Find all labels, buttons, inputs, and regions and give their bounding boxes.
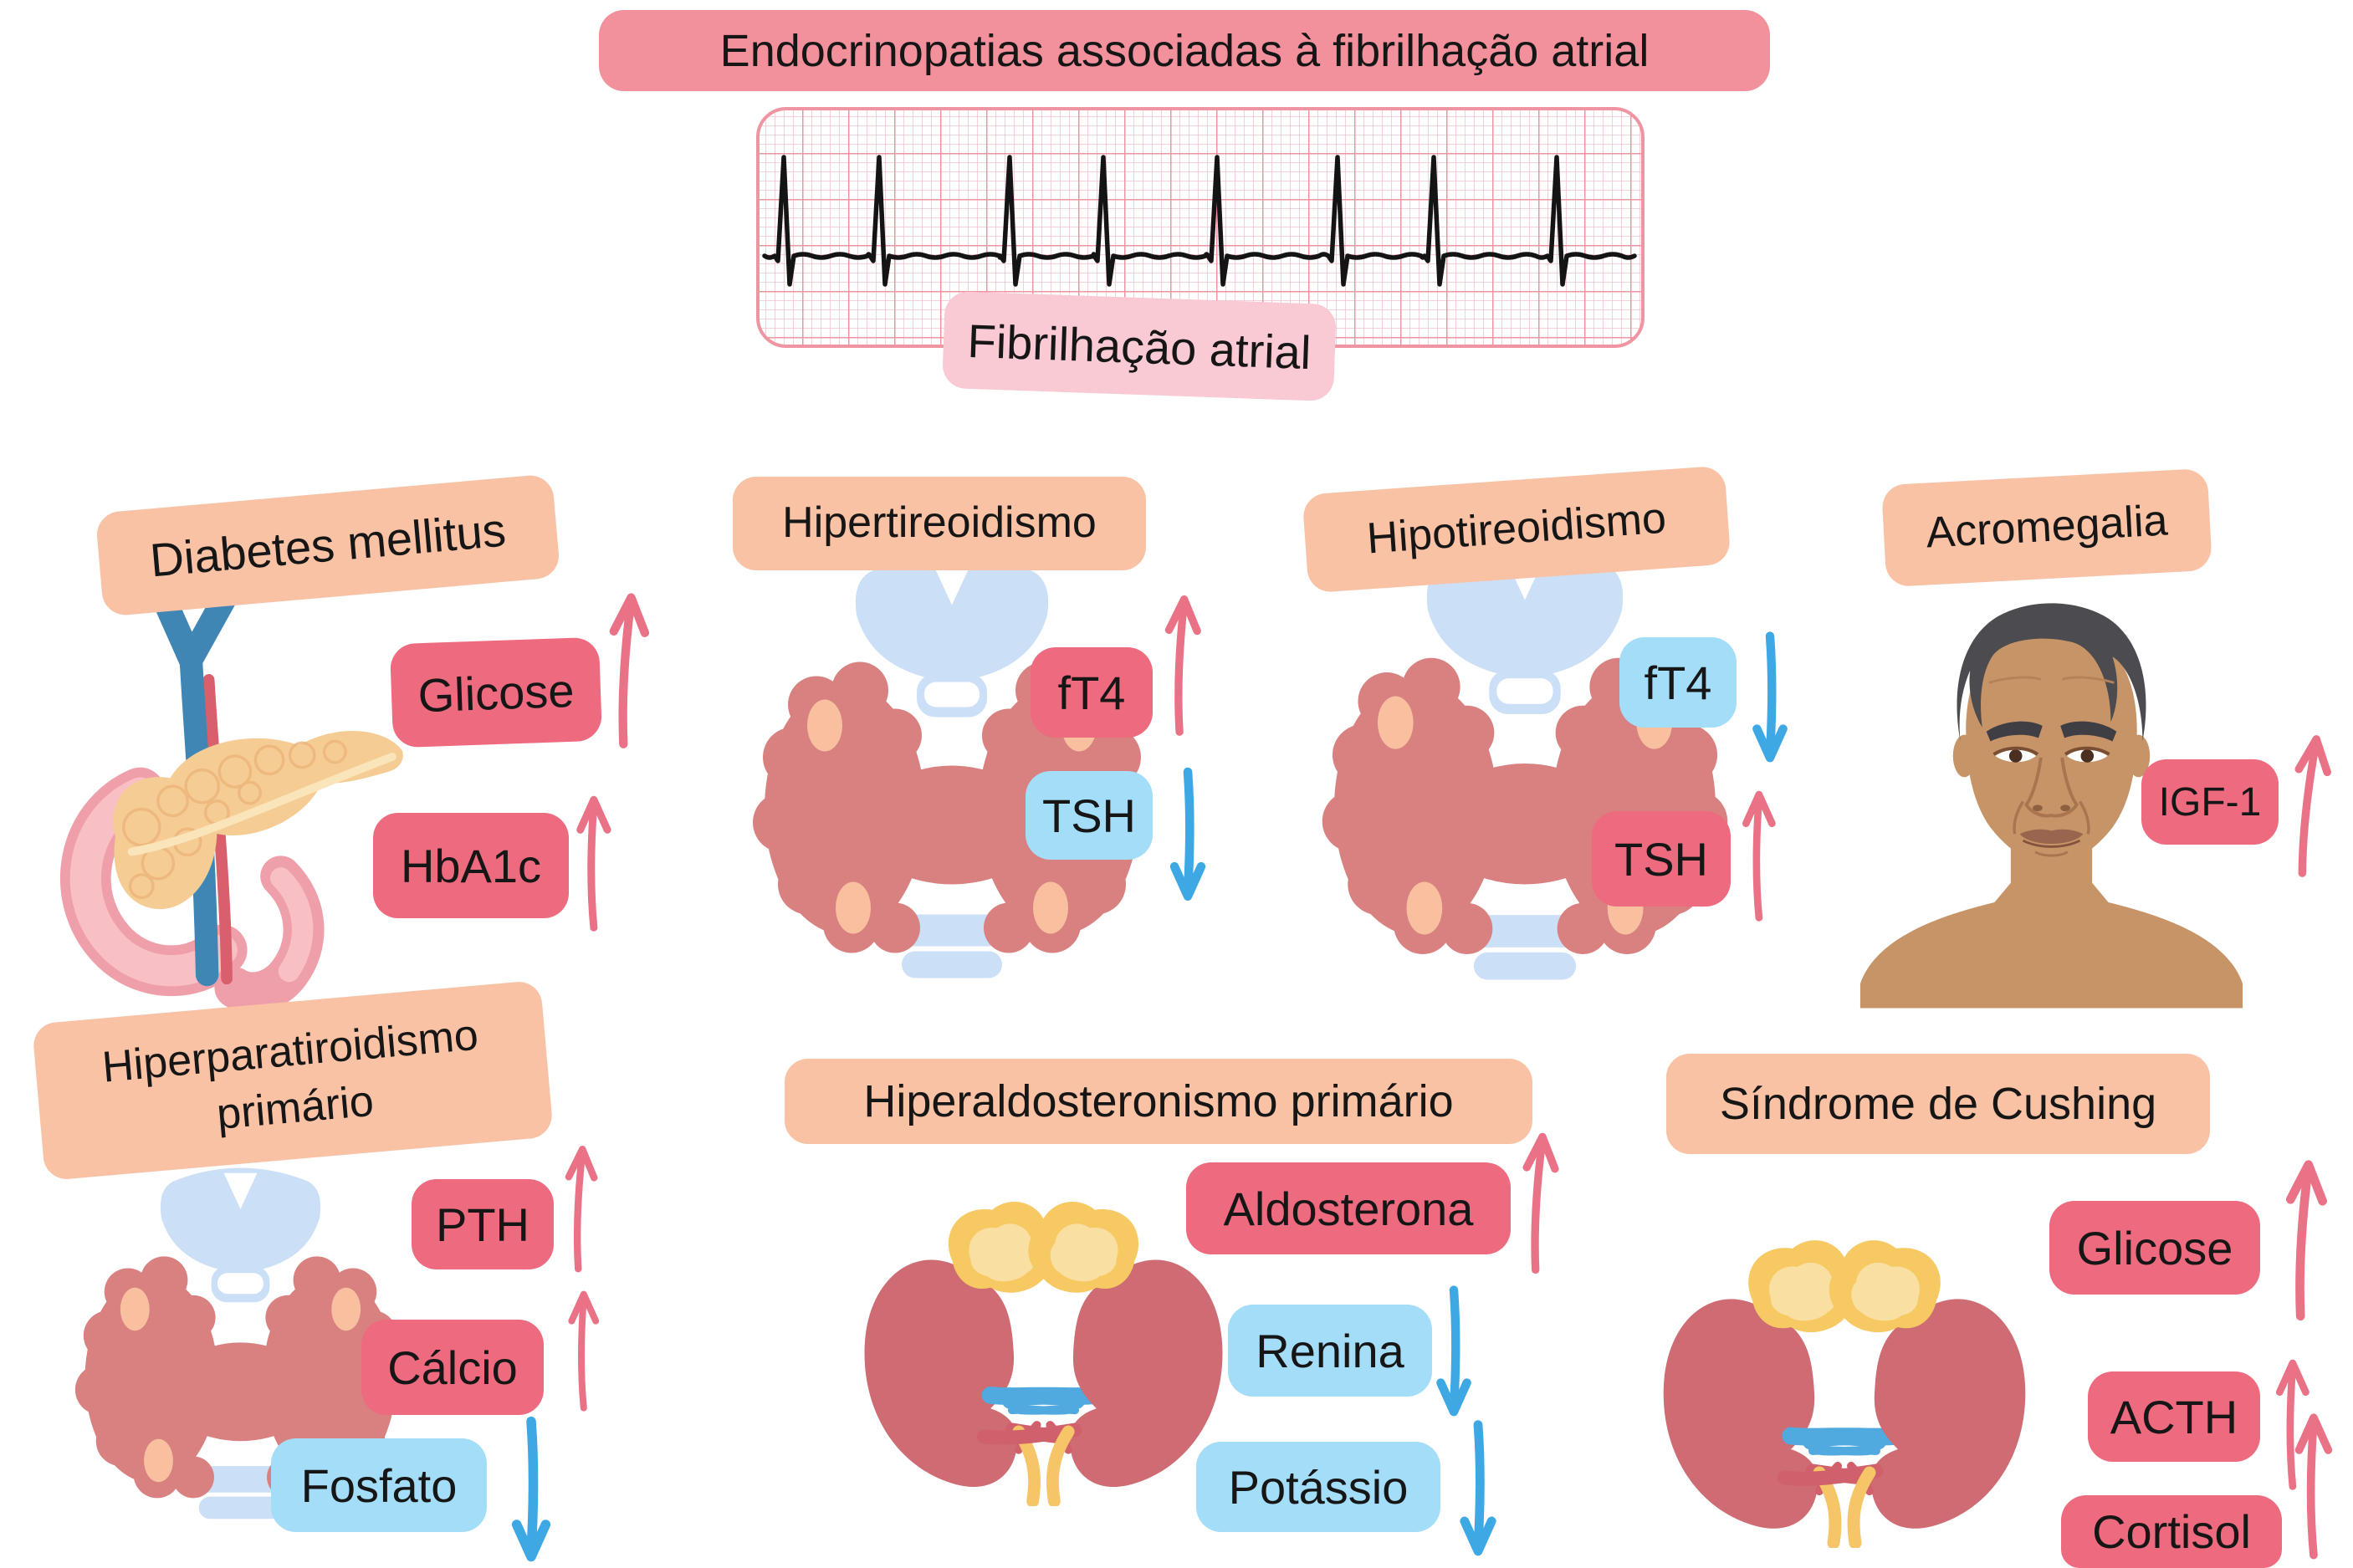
chip-igf-1: IGF-1 bbox=[2141, 759, 2279, 845]
arrow-up-icon bbox=[1510, 1126, 1566, 1278]
thyroid-illustration bbox=[46, 1122, 435, 1565]
chip-ft4: fT4 bbox=[1031, 647, 1153, 738]
chip-glicose: Glicose bbox=[389, 636, 603, 748]
chip-hba1c: HbA1c bbox=[373, 813, 569, 918]
arrow-down-icon bbox=[1455, 1418, 1501, 1562]
panel-header: Hipertireoidismo bbox=[733, 477, 1146, 570]
pancreas-illustration bbox=[35, 581, 428, 1008]
arrow-up-icon bbox=[2289, 1395, 2337, 1568]
arrow-up-icon bbox=[2274, 727, 2343, 882]
page-title: Endocrinopatias associadas à fibrilhação… bbox=[599, 10, 1770, 91]
chip-potassio: Potássio bbox=[1196, 1442, 1440, 1532]
kidneys-illustration bbox=[1627, 1225, 2062, 1553]
panel-header: Síndrome de Cushing bbox=[1666, 1054, 2210, 1154]
arrow-down-icon bbox=[507, 1415, 555, 1568]
chip-cortisol: Cortisol bbox=[2061, 1495, 2282, 1568]
chip-ft4: fT4 bbox=[1619, 637, 1737, 728]
arrow-down-icon bbox=[1432, 1283, 1476, 1423]
ecg-trace bbox=[762, 155, 1637, 287]
panel-header: Hiperparatiroidismo primário bbox=[31, 979, 555, 1182]
thyroid-illustration bbox=[1286, 539, 1763, 991]
arrow-up-icon bbox=[555, 1140, 605, 1275]
chip-tsh: TSH bbox=[1592, 811, 1731, 907]
chip-acth: ACTH bbox=[2088, 1371, 2260, 1462]
arrow-down-icon bbox=[1164, 766, 1211, 907]
chip-fosfato: Fosfato bbox=[271, 1438, 487, 1532]
arrow-up-icon bbox=[2270, 1341, 2314, 1505]
arrow-up-icon bbox=[596, 586, 657, 753]
kidneys-illustration bbox=[828, 1192, 1259, 1506]
acromegaly-face-illustration bbox=[1828, 554, 2275, 1015]
chip-tsh: TSH bbox=[1026, 771, 1153, 860]
arrow-up-icon bbox=[570, 784, 616, 940]
panel-header: Acromegalia bbox=[1881, 467, 2212, 588]
panel-header: Hiperaldosteronismo primário bbox=[785, 1059, 1532, 1144]
arrow-up-icon bbox=[562, 1286, 604, 1413]
chip-pth: PTH bbox=[412, 1179, 554, 1269]
ecg-label: Fibrilhação atrial bbox=[942, 290, 1337, 402]
chip-renina: Renina bbox=[1228, 1305, 1432, 1397]
arrow-up-icon bbox=[1737, 784, 1780, 925]
arrow-up-icon bbox=[1155, 581, 1208, 747]
ecg-strip bbox=[756, 107, 1645, 348]
panel-header: Hipotireoidismo bbox=[1302, 465, 1732, 594]
panel-header: Diabetes mellitus bbox=[95, 473, 561, 617]
chip-calcio: Cálcio bbox=[361, 1320, 544, 1415]
chip-aldosterona: Aldosterona bbox=[1186, 1162, 1511, 1254]
thyroid-illustration bbox=[718, 544, 1186, 991]
arrow-down-icon bbox=[1748, 626, 1792, 773]
arrow-up-icon bbox=[2273, 1149, 2335, 1327]
chip-glicose: Glicose bbox=[2049, 1201, 2260, 1295]
